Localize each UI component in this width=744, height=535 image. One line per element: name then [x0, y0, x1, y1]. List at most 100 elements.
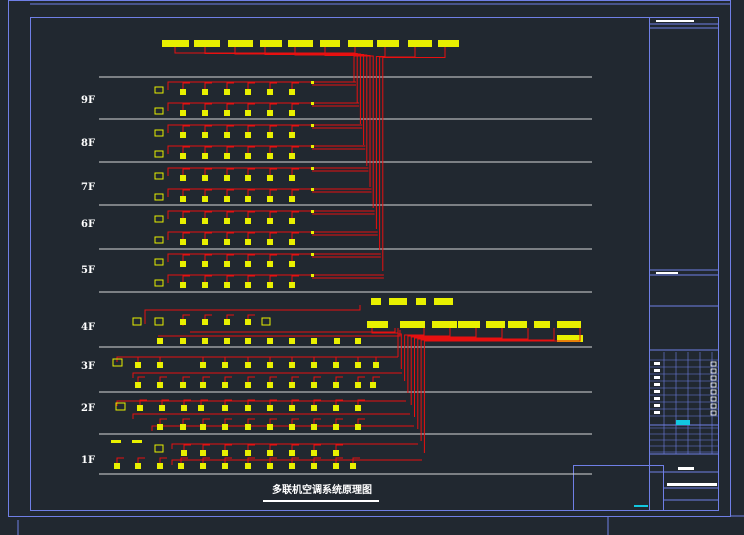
pipe-run: [159, 457, 167, 463]
pipe-run: [313, 399, 321, 405]
pipe-run: [167, 188, 372, 197]
pipe-run: [247, 356, 255, 362]
indoor-unit-wall: [154, 236, 164, 244]
indoor-unit: [202, 239, 208, 245]
indoor-unit: [202, 282, 208, 288]
pipe-run: [247, 444, 255, 450]
branch-joint: [311, 102, 314, 105]
indoor-unit: [355, 405, 361, 411]
pipe-run: [291, 146, 299, 153]
indoor-unit: [180, 239, 186, 245]
branch-joint: [311, 231, 314, 234]
indoor-unit: [180, 382, 186, 388]
indoor-units: [111, 81, 379, 469]
indoor-unit: [289, 463, 295, 469]
pipe-run: [167, 231, 378, 240]
pipe-run: [397, 328, 402, 369]
indoor-unit: [180, 319, 186, 325]
indoor-unit: [157, 382, 163, 388]
pipe-run: [335, 457, 343, 463]
pipe-run: [167, 102, 360, 111]
indoor-unit: [202, 261, 208, 267]
pipe-run: [171, 459, 422, 465]
pipe-run: [247, 418, 255, 424]
indoor-unit: [333, 362, 339, 368]
pipe-run: [269, 418, 277, 424]
indoor-unit-wall: [154, 150, 164, 158]
indoor-unit: [224, 153, 230, 159]
title-block-mark: [654, 376, 660, 379]
pipe-run: [202, 457, 210, 463]
indoor-unit: [267, 153, 273, 159]
pipe-run: [167, 210, 375, 219]
indoor-unit: [355, 424, 361, 430]
indoor-unit: [267, 362, 273, 368]
indoor-unit: [289, 362, 295, 368]
indoor-unit-wall: [112, 358, 123, 367]
indoor-unit: [245, 175, 251, 181]
floor-label-4f: 4F: [81, 322, 95, 333]
floor-lines: [99, 76, 592, 475]
indoor-unit: [245, 89, 251, 95]
indoor-unit: [222, 362, 228, 368]
indoor-unit: [180, 424, 186, 430]
indoor-unit: [245, 239, 251, 245]
indoor-unit: [202, 175, 208, 181]
pipe-run: [247, 82, 255, 89]
floor-label-2f: 2F: [81, 403, 95, 414]
pipe-run: [171, 443, 418, 449]
indoor-unit-wall: [154, 258, 164, 266]
indoor-unit: [180, 282, 186, 288]
pipe-run: [247, 314, 255, 319]
pipe-run: [354, 47, 374, 208]
title-block-mark: [710, 368, 717, 374]
title-block-mark: [654, 404, 660, 407]
indoor-unit: [333, 424, 339, 430]
outdoor-unit: [288, 40, 313, 47]
pipe-run: [313, 356, 321, 362]
indoor-unit: [311, 382, 317, 388]
indoor-unit-duct: [132, 440, 142, 443]
pipe-run: [269, 457, 277, 463]
pipe-run: [182, 189, 190, 196]
pipe-run: [182, 125, 190, 132]
pipe-run: [224, 444, 232, 450]
pipe-run: [137, 376, 145, 382]
indoor-unit: [267, 89, 273, 95]
pipe-run: [269, 103, 277, 110]
pipe-run: [313, 457, 321, 463]
pipe-run: [357, 356, 365, 362]
indoor-unit: [245, 261, 251, 267]
pipe-run: [226, 189, 234, 196]
pipe-run: [357, 376, 365, 382]
pipe-run: [247, 275, 255, 282]
indoor-unit: [202, 110, 208, 116]
floor-label-3f: 3F: [81, 361, 95, 372]
pipe-run: [132, 372, 402, 378]
pipe-run: [159, 356, 167, 362]
pipe-run: [269, 275, 277, 282]
pipe-run: [182, 418, 190, 424]
indoor-unit: [222, 450, 228, 456]
indoor-unit: [181, 405, 187, 411]
pipe-run: [167, 124, 363, 133]
title-block-mark: [654, 411, 660, 414]
pipe-run: [182, 232, 190, 239]
pipe-run: [313, 444, 321, 450]
indoor-unit: [289, 218, 295, 224]
pipe-run: [204, 103, 212, 110]
indoor-unit: [267, 218, 273, 224]
outdoor-unit: [371, 298, 381, 305]
pipe-run: [204, 254, 212, 261]
indoor-unit: [289, 338, 295, 344]
indoor-unit: [200, 382, 206, 388]
pipe-run: [335, 444, 343, 450]
title-block-mark: [654, 369, 660, 372]
indoor-unit: [289, 450, 295, 456]
pipe-run: [291, 254, 299, 261]
pipe-run: [247, 168, 255, 175]
indoor-unit: [224, 132, 230, 138]
indoor-unit: [267, 450, 273, 456]
title-block-mark: [710, 375, 717, 381]
pipe-run: [159, 376, 167, 382]
